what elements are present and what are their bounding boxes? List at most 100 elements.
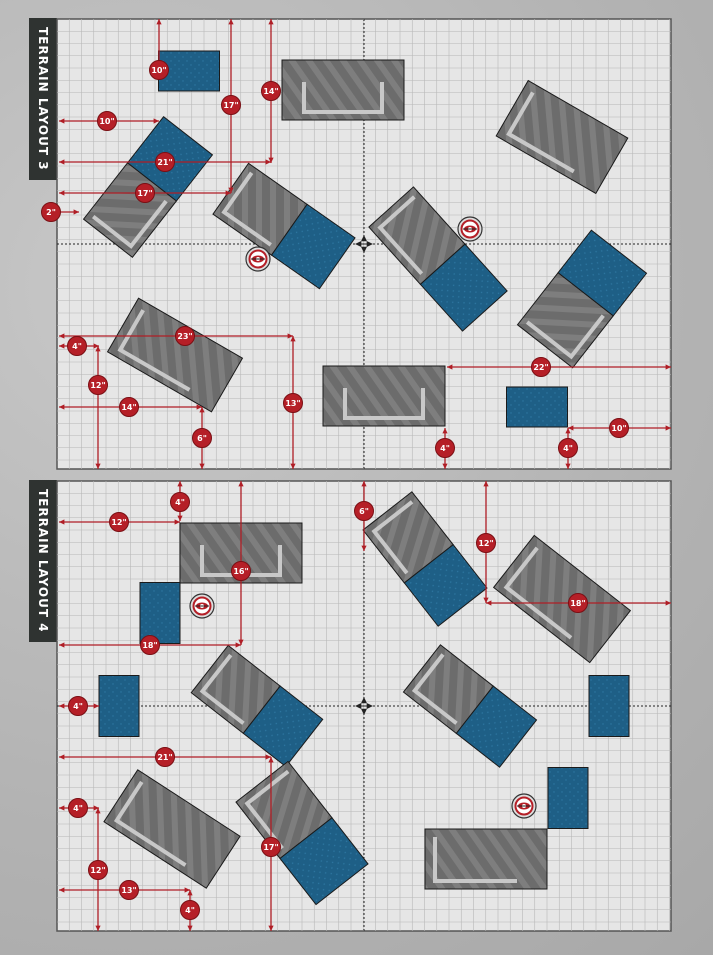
forest-terrain <box>547 767 589 829</box>
ruin-terrain <box>492 534 632 664</box>
ruin-forest-terrain <box>368 186 508 332</box>
objective-marker-icon <box>245 246 271 272</box>
measurement-badge: 2" <box>41 202 61 222</box>
forest-terrain <box>98 675 140 737</box>
measurement-label: 18" <box>570 599 585 608</box>
measurement-label: 21" <box>157 753 172 762</box>
ruin-forest-terrain <box>362 491 488 627</box>
measurement-label: 12" <box>478 539 493 548</box>
measurement-label: 4" <box>563 444 573 453</box>
measurement: 21" <box>59 747 271 767</box>
measurement-badge: 17" <box>135 183 155 203</box>
measurement-badge: 16" <box>231 561 251 581</box>
measurement: 4" <box>558 428 578 469</box>
measurements: 4" 12" 16" 6" 12" 18" 18" 4" 21" 4" 17" 12" 13" 4" <box>59 481 671 931</box>
measurement-badge: 4" <box>435 438 455 458</box>
measurement-label: 18" <box>142 641 157 650</box>
measurement-badge: 6" <box>192 428 212 448</box>
measurement-badge: 4" <box>67 336 87 356</box>
terrain <box>98 491 632 906</box>
measurement-label: 17" <box>137 189 152 198</box>
measurement: 10" <box>568 418 671 438</box>
measurement-badge: 10" <box>149 60 169 80</box>
terrain-layout-3-map: 10" 17" 14" 10" 21" 17" 2" 23" 4" 12" 14" 6" 13" 22" 4… <box>41 18 672 470</box>
measurements: 10" 17" 14" 10" 21" 17" 2" 23" 4" 12" 14" 6" 13" 22" 4… <box>41 19 671 469</box>
measurement: 12" <box>88 808 108 931</box>
measurement-badge: 10" <box>609 418 629 438</box>
measurement-label: 10" <box>151 66 166 75</box>
measurement: 17" <box>59 183 231 203</box>
measurement-label: 14" <box>121 403 136 412</box>
measurement-badge: 4" <box>68 798 88 818</box>
measurement-label: 6" <box>359 507 369 516</box>
measurement-badge: 6" <box>354 501 374 521</box>
measurement: 4" <box>170 481 190 521</box>
measurement: 14" <box>261 19 281 163</box>
measurement: 14" <box>59 397 202 417</box>
measurement-badge: 18" <box>140 635 160 655</box>
measurement: 21" <box>59 152 271 172</box>
objective-marker-icon <box>511 793 537 819</box>
measurement-label: 4" <box>440 444 450 453</box>
measurement: 2" <box>41 202 79 222</box>
ruin-forest-terrain <box>190 644 324 768</box>
measurement-badge: 10" <box>97 111 117 131</box>
measurement: 10" <box>149 19 169 80</box>
measurement-label: 6" <box>197 434 207 443</box>
measurement-badge: 13" <box>119 880 139 900</box>
measurement: 4" <box>180 890 200 931</box>
terrain <box>82 50 648 428</box>
measurement-badge: 4" <box>68 696 88 716</box>
measurement: 10" <box>59 111 159 131</box>
objective-marker-icon <box>189 593 215 619</box>
measurement-label: 22" <box>533 363 548 372</box>
measurement: 13" <box>283 336 303 469</box>
layout-4-title: TERRAIN LAYOUT 4 <box>36 489 50 633</box>
measurement-badge: 22" <box>531 357 551 377</box>
ruin-forest-terrain <box>235 760 369 906</box>
measurement-badge: 14" <box>119 397 139 417</box>
center-crosshair-icon <box>355 697 373 715</box>
measurement-label: 21" <box>157 158 172 167</box>
measurement-badge: 18" <box>568 593 588 613</box>
measurement: 18" <box>486 593 671 613</box>
ruin-terrain <box>424 828 548 890</box>
measurement: 4" <box>59 696 99 716</box>
measurement-label: 4" <box>73 804 83 813</box>
measurement-badge: 14" <box>261 81 281 101</box>
measurement: 6" <box>192 407 212 469</box>
measurement: 4" <box>59 336 99 356</box>
measurement-badge: 12" <box>88 375 108 395</box>
measurement: 18" <box>59 635 241 655</box>
measurement: 17" <box>261 757 281 931</box>
ruin-forest-terrain <box>402 644 538 768</box>
measurement-badge: 23" <box>175 326 195 346</box>
measurement-label: 17" <box>263 843 278 852</box>
measurement-badge: 13" <box>283 393 303 413</box>
measurement-label: 4" <box>73 702 83 711</box>
measurement: 13" <box>59 880 190 900</box>
ruin-forest-terrain <box>212 162 356 290</box>
ruin-terrain <box>103 769 241 889</box>
measurement: 22" <box>447 357 671 377</box>
measurement-label: 4" <box>175 498 185 507</box>
layout-4-tab: TERRAIN LAYOUT 4 <box>29 480 57 642</box>
measurement-label: 23" <box>177 332 192 341</box>
measurement-badge: 12" <box>109 512 129 532</box>
measurement-label: 13" <box>285 399 300 408</box>
measurement: 16" <box>231 481 251 645</box>
layout-3-tab: TERRAIN LAYOUT 3 <box>29 18 57 180</box>
measurement-label: 12" <box>90 381 105 390</box>
measurement-badge: 21" <box>155 747 175 767</box>
measurement-label: 13" <box>121 886 136 895</box>
ruin-terrain <box>281 59 405 121</box>
center-crosshair-icon <box>355 235 373 253</box>
measurement: 17" <box>221 19 241 193</box>
measurement-label: 10" <box>611 424 626 433</box>
layout-3-title: TERRAIN LAYOUT 3 <box>36 27 50 171</box>
measurement-label: 4" <box>185 906 195 915</box>
measurement-badge: 4" <box>180 900 200 920</box>
measurement-badge: 17" <box>221 95 241 115</box>
measurement: 6" <box>354 481 374 551</box>
measurement-label: 2" <box>46 208 56 217</box>
